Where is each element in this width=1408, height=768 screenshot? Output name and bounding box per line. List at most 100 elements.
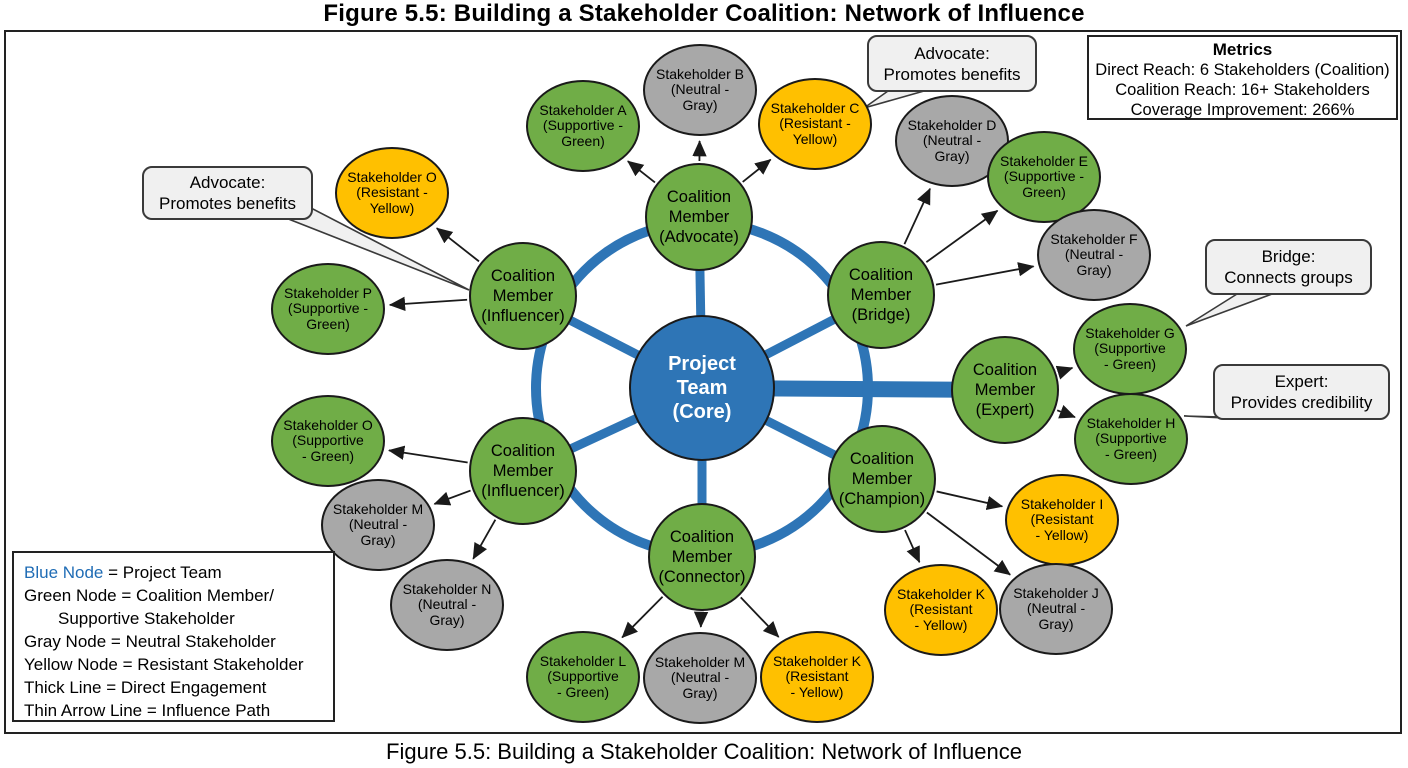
influence-arrow-champion-sI <box>936 490 1004 511</box>
node-sB: Stakeholder B(Neutral -Gray) <box>643 44 757 136</box>
metrics-line: Direct Reach: 6 Stakeholders (Coalition) <box>1095 61 1390 79</box>
node-label: Stakeholder A(Supportive -Green) <box>539 101 627 149</box>
influence-arrow-advocate-sA <box>627 160 656 184</box>
metrics-title: Metrics <box>1212 40 1273 59</box>
callout-advocate-left: Advocate: Promotes benefits <box>142 166 313 220</box>
node-sN: Stakeholder N(Neutral -Gray) <box>390 559 504 651</box>
node-label: Stakeholder M(Neutral -Gray) <box>654 653 746 701</box>
node-label: Stakeholder H(Supportive- Green) <box>1086 414 1176 462</box>
legend-blue-node-label: Blue Node <box>24 563 104 582</box>
node-label: Stakeholder M(Neutral -Gray) <box>332 500 424 548</box>
influence-arrow-inf_sw-sM_l <box>433 489 471 506</box>
influence-arrow-champion-sK_r <box>904 529 921 564</box>
node-sH: Stakeholder H(Supportive- Green) <box>1074 393 1188 485</box>
callout-line: Advocate: <box>189 173 266 192</box>
metrics-line: Coverage Improvement: 266% <box>1130 101 1355 119</box>
influence-arrow-inf_nw-sP <box>388 296 468 312</box>
metrics-line: Coalition Reach: 16+ Stakeholders <box>1115 81 1370 99</box>
legend-line: Thick Line = Direct Engagement <box>24 678 267 697</box>
node-sC: Stakeholder C(Resistant -Yellow) <box>758 78 872 170</box>
node-sO_t: Stakeholder O(Resistant -Yellow) <box>335 147 449 239</box>
legend-line: Gray Node = Neutral Stakeholder <box>24 632 276 651</box>
node-sL: Stakeholder L(Supportive- Green) <box>526 631 640 723</box>
legend-line: Thin Arrow Line = Influence Path <box>24 701 271 720</box>
node-sE: Stakeholder E(Supportive -Green) <box>987 131 1101 223</box>
node-label: Stakeholder I(Resistant- Yellow) <box>1020 495 1104 543</box>
callout-expert: Expert: Provides credibility <box>1213 364 1390 420</box>
node-sO_l: Stakeholder O(Supportive- Green) <box>271 395 385 487</box>
callout-line: Provides credibility <box>1230 393 1373 412</box>
influence-arrow-bridge-sD <box>903 187 931 245</box>
node-sF: Stakeholder F(Neutral -Gray) <box>1037 209 1151 301</box>
influence-arrow-connector-sK_b <box>740 596 780 638</box>
metrics-box: Metrics Direct Reach: 6 Stakeholders (Co… <box>1087 35 1398 120</box>
node-label: Stakeholder L(Supportive- Green) <box>539 652 627 700</box>
influence-arrow-inf_sw-sO_l <box>388 445 468 464</box>
callout-line: Connects groups <box>1224 268 1353 287</box>
node-sG: Stakeholder G(Supportive- Green) <box>1073 303 1187 395</box>
callout-line: Bridge: <box>1261 247 1316 266</box>
node-label: Stakeholder O(Supportive- Green) <box>283 416 373 464</box>
node-label: Stakeholder G(Supportive- Green) <box>1085 324 1175 372</box>
node-sP: Stakeholder P(Supportive -Green) <box>271 263 385 355</box>
node-label: Stakeholder C(Resistant -Yellow) <box>770 99 860 147</box>
legend-line: Yellow Node = Resistant Stakeholder <box>24 655 304 674</box>
node-label: Stakeholder K(Resistant- Yellow) <box>773 652 861 700</box>
legend-line: Supportive Stakeholder <box>58 609 235 628</box>
node-label: Stakeholder J(Neutral -Gray) <box>1013 584 1099 632</box>
callout-line: Advocate: <box>914 43 990 63</box>
influence-arrow-expert-sG <box>1055 365 1074 380</box>
node-sA: Stakeholder A(Supportive -Green) <box>526 80 640 172</box>
node-label: Stakeholder F(Neutral -Gray) <box>1050 230 1138 278</box>
influence-arrow-inf_nw-sO_t <box>436 227 480 263</box>
influence-arrow-bridge-sF <box>935 262 1035 286</box>
node-label: Stakeholder D(Neutral -Gray) <box>907 116 997 164</box>
influence-arrow-connector-sL <box>621 596 664 639</box>
influence-arrow-advocate-sC <box>742 158 772 183</box>
node-sM_b: Stakeholder M(Neutral -Gray) <box>643 632 757 724</box>
callout-advocate-top: Advocate: Promotes benefits <box>867 35 1037 92</box>
figure-title: Figure 5.5: Building a Stakeholder Coali… <box>323 0 1085 27</box>
node-label: Stakeholder K(Resistant- Yellow) <box>897 585 985 633</box>
legend-line: Green Node = Coalition Member/ <box>24 586 274 605</box>
influence-arrow-inf_sw-sN <box>472 519 497 560</box>
callout-line: Expert: <box>1274 372 1329 391</box>
node-sK_r: Stakeholder K(Resistant- Yellow) <box>884 564 998 656</box>
callout-line: Promotes benefits <box>158 194 296 213</box>
influence-arrow-expert-sH <box>1056 404 1076 419</box>
influence-arrow-champion-sJ <box>926 511 1011 576</box>
node-sJ: Stakeholder J(Neutral -Gray) <box>999 563 1113 655</box>
node-label: Stakeholder B(Neutral -Gray) <box>656 65 744 113</box>
influence-arrows <box>388 140 1076 639</box>
node-sM_l: Stakeholder M(Neutral -Gray) <box>321 479 435 571</box>
callout-tail <box>1185 293 1273 327</box>
node-sK_b: Stakeholder K(Resistant- Yellow) <box>760 631 874 723</box>
callout-bridge: Bridge: Connects groups <box>1205 239 1372 295</box>
node-sI: Stakeholder I(Resistant- Yellow) <box>1005 474 1119 566</box>
legend-line: Blue Node = Project Team <box>24 563 222 582</box>
node-label: Stakeholder O(Resistant -Yellow) <box>347 168 437 216</box>
diagram-frame <box>4 30 1402 734</box>
influence-arrow-bridge-sE <box>925 209 999 263</box>
node-label: Stakeholder P(Supportive -Green) <box>284 284 372 332</box>
node-label: Stakeholder N(Neutral -Gray) <box>402 580 492 628</box>
callout-line: Promotes benefits <box>883 64 1021 84</box>
